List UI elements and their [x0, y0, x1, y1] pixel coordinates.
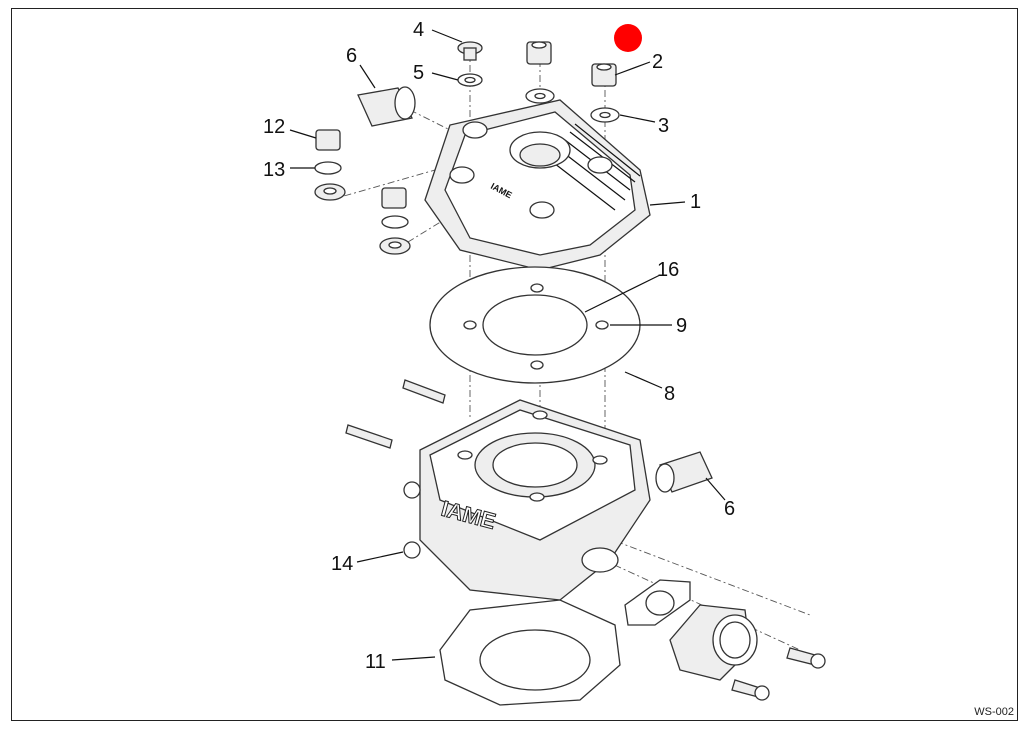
callout-1: 1 — [690, 191, 701, 213]
cylinder: IAME — [403, 399, 651, 601]
studs — [345, 379, 446, 449]
callout-2: 2 — [652, 51, 663, 73]
callout-4: 4 — [413, 19, 424, 41]
base-gasket-11 — [439, 599, 621, 706]
head-gasket-8 — [429, 266, 641, 384]
diagram-frame — [11, 8, 1018, 721]
fitting-6-top — [357, 86, 416, 127]
washer-13b — [314, 183, 346, 201]
spark-plug-cap-4 — [457, 41, 483, 61]
callouts: 4 5 6 2 3 12 13 1 16 9 8 6 14 11 — [263, 19, 735, 673]
nut-12 — [315, 129, 341, 151]
washer-13 — [314, 161, 342, 175]
callout-3: 3 — [658, 115, 669, 137]
washer-left-lower — [379, 215, 411, 255]
red-marker — [614, 24, 642, 52]
callout-16: 16 — [657, 259, 679, 281]
nut-top-center — [526, 41, 552, 65]
callout-11: 11 — [365, 651, 386, 673]
intake-manifold — [669, 604, 758, 681]
fitting-6-right — [655, 451, 713, 493]
washer-3 — [590, 107, 620, 123]
leader-lines — [289, 29, 726, 661]
callout-14: 14 — [331, 553, 353, 575]
nut-2 — [591, 63, 617, 87]
callout-6-right: 6 — [724, 498, 735, 520]
reference-code: WS-002 — [974, 706, 1014, 718]
intake-gasket — [624, 579, 691, 626]
callout-5: 5 — [413, 62, 424, 84]
callout-13: 13 — [263, 159, 285, 181]
cylinder-head: IAME — [424, 99, 651, 271]
bolts — [731, 647, 826, 701]
washer-top-center — [525, 88, 555, 104]
callout-12: 12 — [263, 116, 285, 138]
callout-6-top: 6 — [346, 45, 357, 67]
washer-5 — [457, 73, 483, 87]
nut-left-lower — [381, 187, 407, 209]
callout-9: 9 — [676, 315, 687, 337]
callout-8: 8 — [664, 383, 675, 405]
